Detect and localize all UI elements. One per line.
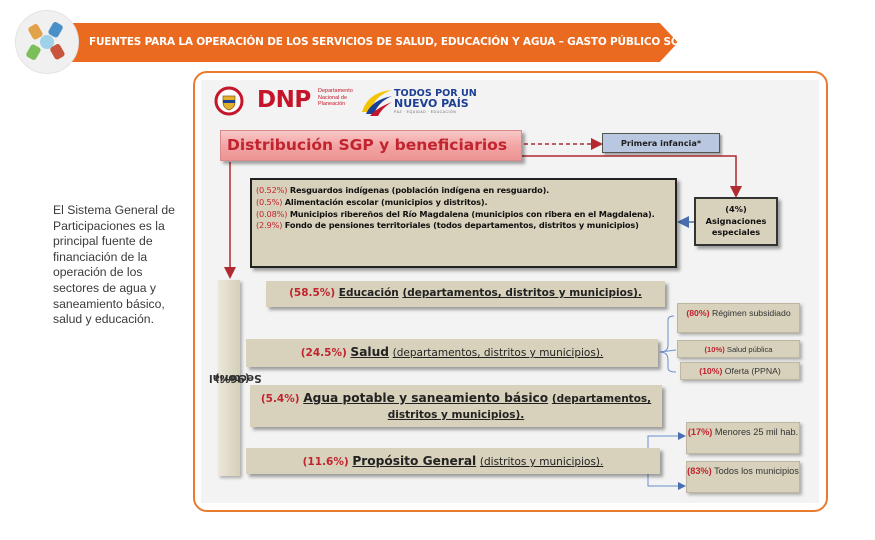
breakdown-pct: (83%) — [687, 466, 712, 476]
breakdown-text: Régimen subsidiado — [711, 308, 791, 318]
description-text: El Sistema General de Participaciones es… — [53, 203, 175, 327]
breakdown-pct: (10%) — [699, 366, 723, 376]
tagline: TODOS POR UN NUEVO PAÍS — [394, 88, 477, 110]
salud-branch-1 — [659, 315, 675, 353]
primera-infancia-box: Primera infancia* — [602, 133, 720, 153]
proposito-branch-2 — [647, 474, 686, 490]
special-item-pct: (2.9%) — [256, 220, 283, 231]
asignaciones-label: Asignaciones especiales — [705, 215, 767, 238]
dnp-subtitle: Departamento Nacional de Planeación — [318, 88, 353, 107]
sector-agua-line-1: (5.4%) Agua potable y saneamiento básico… — [250, 390, 662, 407]
special-item: (0.5%) Alimentación escolar (municipios … — [256, 197, 672, 209]
salud-breakdown-item: (80%) Régimen subsidiado — [677, 303, 800, 333]
sector-name: Agua potable y saneamiento básico — [303, 391, 549, 405]
hands-logo-icon — [15, 10, 79, 74]
sector-detail: (departamentos, — [551, 393, 652, 405]
sectorial-label: (96%) Sectorial — [209, 280, 262, 476]
salud-breakdown-item: (10%) Oferta (PPNA) — [680, 362, 800, 380]
sector-detail: (departamentos, distritos y municipios). — [402, 287, 642, 299]
proposito-branch-1 — [647, 432, 686, 448]
sector-agua-line-2: distritos y municipios). — [250, 407, 662, 423]
sector-pct: (24.5%) — [300, 347, 347, 359]
special-item: (2.9%) Fondo de pensiones territoriales … — [256, 220, 672, 232]
sector-detail: (departamentos, distritos y municipios). — [392, 347, 604, 359]
tagline-line-2: NUEVO PAÍS — [394, 97, 469, 110]
breakdown-text: Oferta (PPNA) — [724, 366, 781, 376]
breakdown-text: Salud pública — [726, 345, 773, 354]
special-item-text: Fondo de pensiones territoriales (todos … — [284, 220, 639, 231]
sector-agua: (5.4%) Agua potable y saneamiento básico… — [250, 385, 662, 427]
page-title: Fuentes para la operación de los servici… — [89, 36, 797, 48]
sector-name: Educación — [338, 287, 399, 299]
breakdown-pct: (80%) — [686, 308, 710, 318]
asignaciones-especiales-box: (4%) Asignaciones especiales — [694, 197, 778, 246]
salud-breakdown-item: (10%) Salud pública — [677, 340, 800, 358]
special-item: (0.08%) Municipios ribereños del Río Mag… — [256, 209, 672, 221]
special-item-text: Alimentación escolar (municipios y distr… — [284, 196, 488, 207]
nuevo-pais-swoosh-icon — [360, 86, 394, 123]
breakdown-pct: (17%) — [687, 427, 713, 437]
special-allocations-box: (0.52%) Resguardos indígenas (población … — [250, 178, 677, 268]
dnp-logo-text: DNP — [257, 87, 311, 113]
special-item: (0.52%) Resguardos indígenas (población … — [256, 185, 672, 197]
proposito-breakdown-item: (17%) Menores 25 mil hab. — [686, 422, 800, 454]
salud-branch-2 — [659, 349, 677, 353]
sector-detail: (distritos y municipios). — [479, 456, 604, 468]
sector-pct: (5.4%) — [260, 393, 300, 405]
breakdown-text: Todos los municipios — [714, 466, 799, 476]
asignaciones-pct: (4%) — [725, 204, 747, 214]
sectorial-bar — [218, 280, 240, 476]
sector-pct: (58.5%) — [289, 287, 336, 299]
tagline-line-1: TODOS POR UN — [394, 88, 477, 99]
sectorial-text: Sectorial — [208, 372, 262, 384]
distribution-title-box: Distribución SGP y beneficiarios — [220, 130, 522, 161]
sector-detail: distritos y municipios). — [387, 409, 525, 421]
tagline-small: PAZ · EQUIDAD · EDUCACIÓN — [394, 110, 457, 114]
special-item-pct: (0.5%) — [256, 196, 283, 207]
sector-name: Propósito General — [352, 454, 477, 468]
sector-salud: (24.5%) Salud (departamentos, distritos … — [246, 339, 658, 367]
sector-name: Salud — [350, 345, 390, 359]
breakdown-pct: (10%) — [704, 345, 725, 354]
breakdown-text: Menores 25 mil hab. — [714, 427, 799, 437]
special-item-pct: (0.08%) — [256, 208, 288, 219]
salud-branch-3 — [659, 351, 677, 373]
arrow-to-asignaciones — [522, 155, 742, 198]
colombia-shield-icon — [214, 86, 254, 121]
sector-proposito: (11.6%) Propósito General (distritos y m… — [246, 448, 660, 474]
special-item-text: Resguardos indígenas (población indígena… — [289, 185, 550, 195]
sector-educacion: (58.5%) Educación (departamentos, distri… — [266, 281, 665, 307]
proposito-breakdown-item: (83%) Todos los municipios — [686, 461, 800, 493]
special-item-text: Municipios ribereños del Río Magdalena (… — [289, 208, 655, 219]
special-item-pct: (0.52%) — [256, 185, 288, 195]
header-banner — [28, 23, 678, 62]
sector-pct: (11.6%) — [302, 456, 349, 468]
